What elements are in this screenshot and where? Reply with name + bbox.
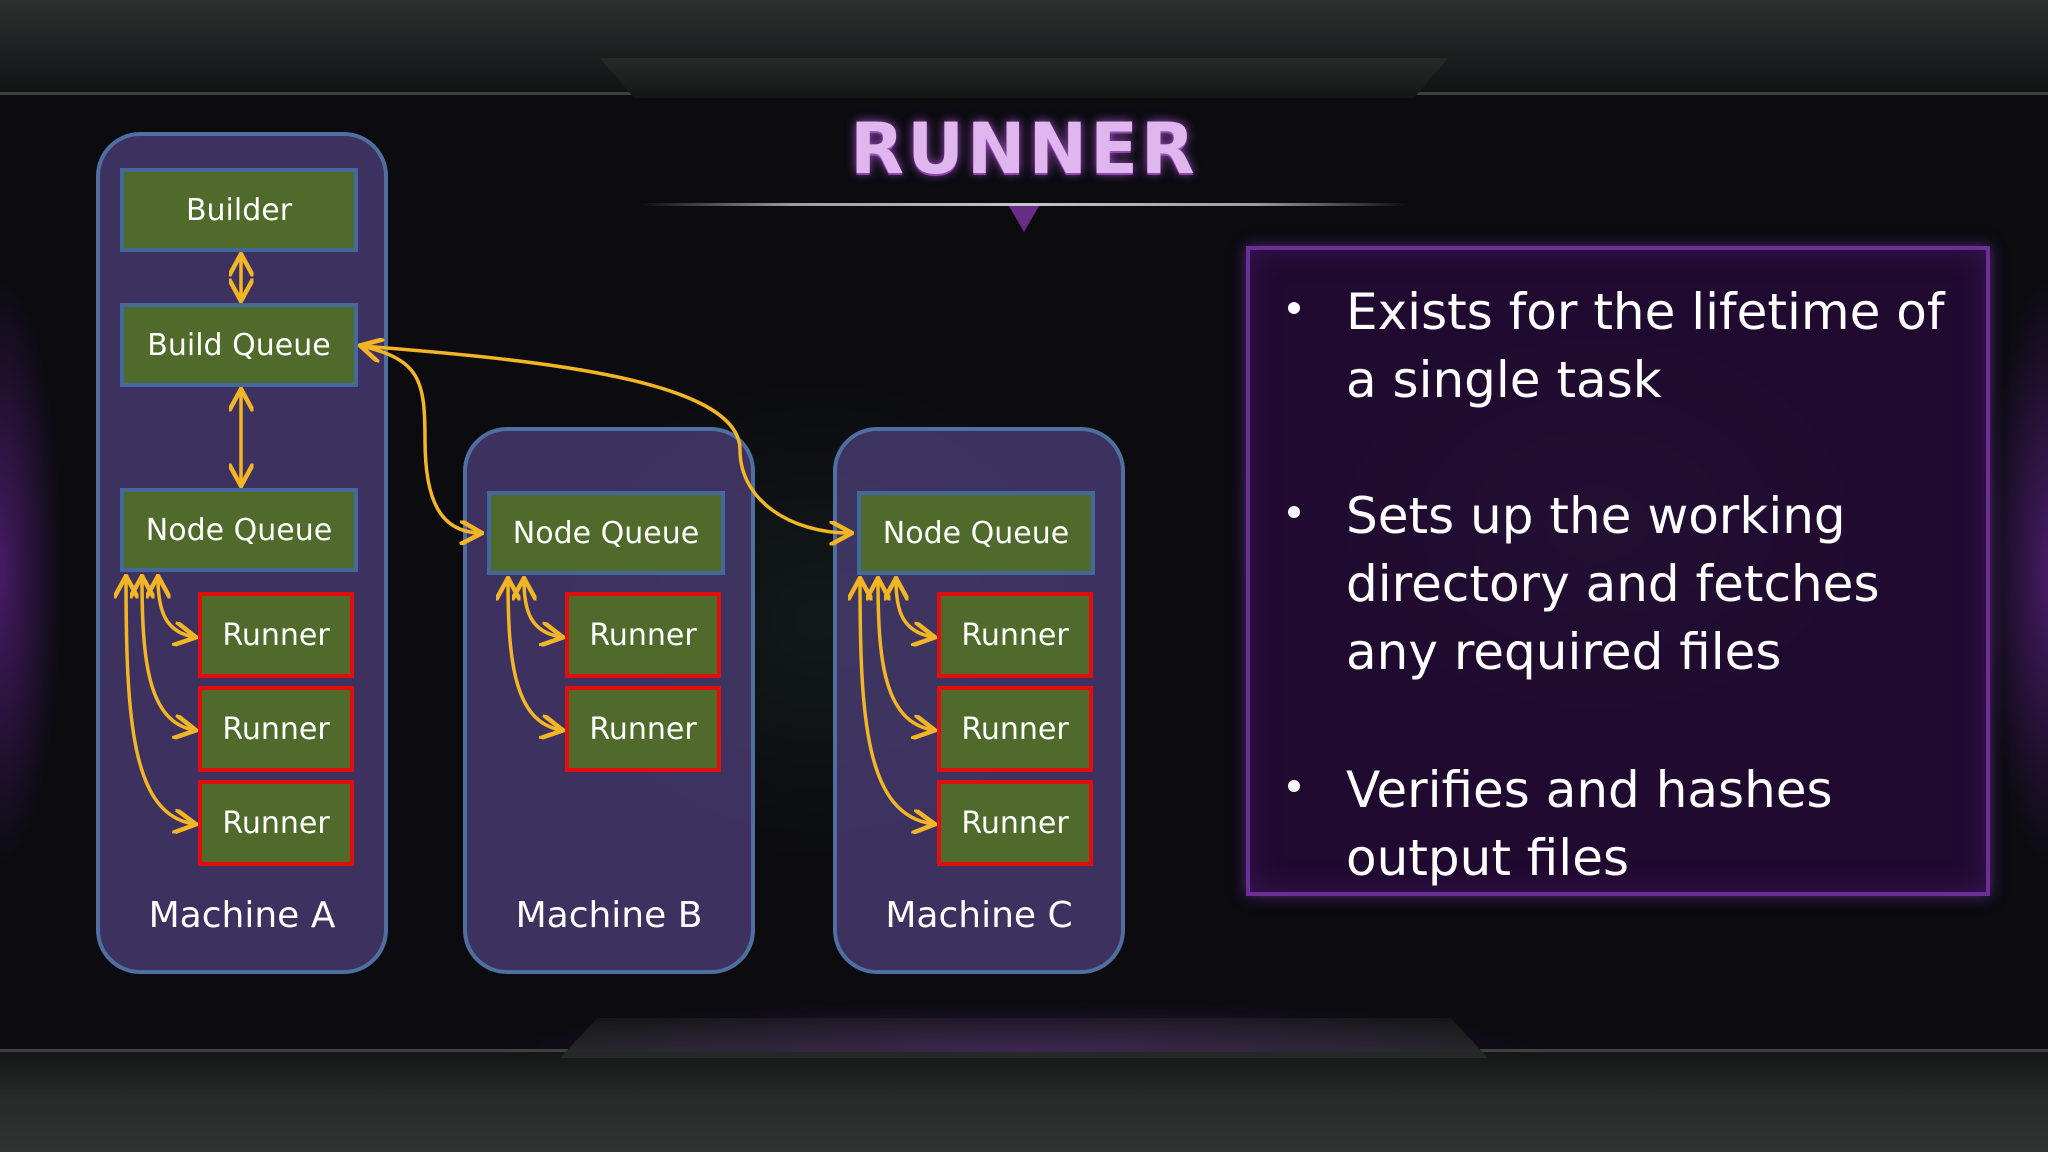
runner-box: Runner [937, 686, 1093, 772]
machine-label: Machine C [885, 895, 1073, 936]
build-queue-box: Build Queue [120, 303, 358, 387]
bullet-panel: Exists for the lifetime of a single task… [1246, 246, 1990, 896]
node-queue-box: Node Queue [487, 491, 725, 575]
bullet-dot-icon [1288, 780, 1300, 792]
node-queue-box: Node Queue [857, 491, 1095, 575]
bullet-dot-icon [1288, 302, 1300, 314]
machine-label: Machine B [515, 895, 703, 936]
bullet-text: Sets up the working directory and fetche… [1346, 487, 1880, 681]
slide-title: RUNNER [850, 108, 1198, 190]
frame-bottom-bar [0, 1049, 2048, 1152]
runner-box: Runner [198, 686, 354, 772]
runner-box: Runner [937, 592, 1093, 678]
runner-box: Runner [565, 686, 721, 772]
runner-box: Runner [937, 780, 1093, 866]
frame-top-bar [0, 0, 2048, 95]
builder-box: Builder [120, 168, 358, 252]
bullet-dot-icon [1288, 506, 1300, 518]
machine-label: Machine A [148, 895, 336, 936]
runner-box: Runner [198, 592, 354, 678]
runner-box: Runner [198, 780, 354, 866]
bullet-text: Exists for the lifetime of a single task [1346, 283, 1945, 409]
node-queue-box: Node Queue [120, 488, 358, 572]
runner-box: Runner [565, 592, 721, 678]
bullet-text: Verifies and hashes output files [1346, 761, 1833, 887]
title-divider [640, 203, 1408, 206]
